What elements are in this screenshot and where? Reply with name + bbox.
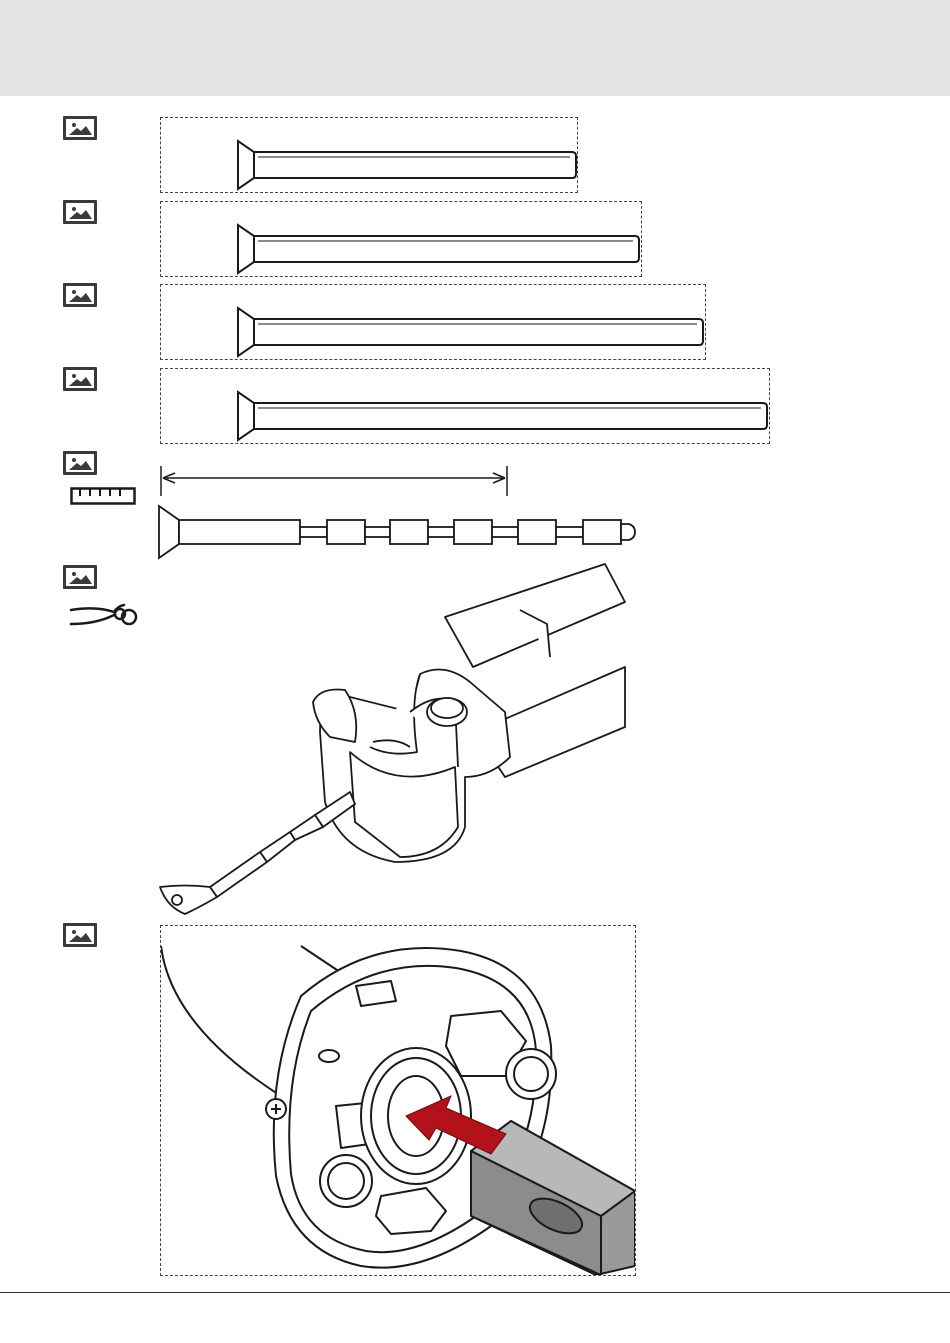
image-icon — [63, 923, 97, 947]
image-icon — [63, 565, 97, 589]
page-header-band — [0, 0, 950, 96]
image-icon — [63, 200, 97, 224]
image-icon — [63, 451, 97, 475]
screw-illustration — [230, 302, 708, 362]
image-icon — [63, 116, 97, 140]
image-icon — [63, 367, 97, 391]
screw-illustration — [230, 386, 772, 446]
segmented-screw-measure — [155, 462, 655, 562]
cutting-screw-with-pliers — [155, 562, 635, 917]
screw-illustration — [230, 135, 580, 195]
ruler-icon — [70, 486, 136, 506]
inserting-square-tube-into-motor-head — [161, 926, 635, 1275]
footer-rule — [0, 1292, 950, 1293]
pliers-icon — [68, 600, 140, 630]
screw-illustration — [230, 219, 644, 279]
image-icon — [63, 283, 97, 307]
